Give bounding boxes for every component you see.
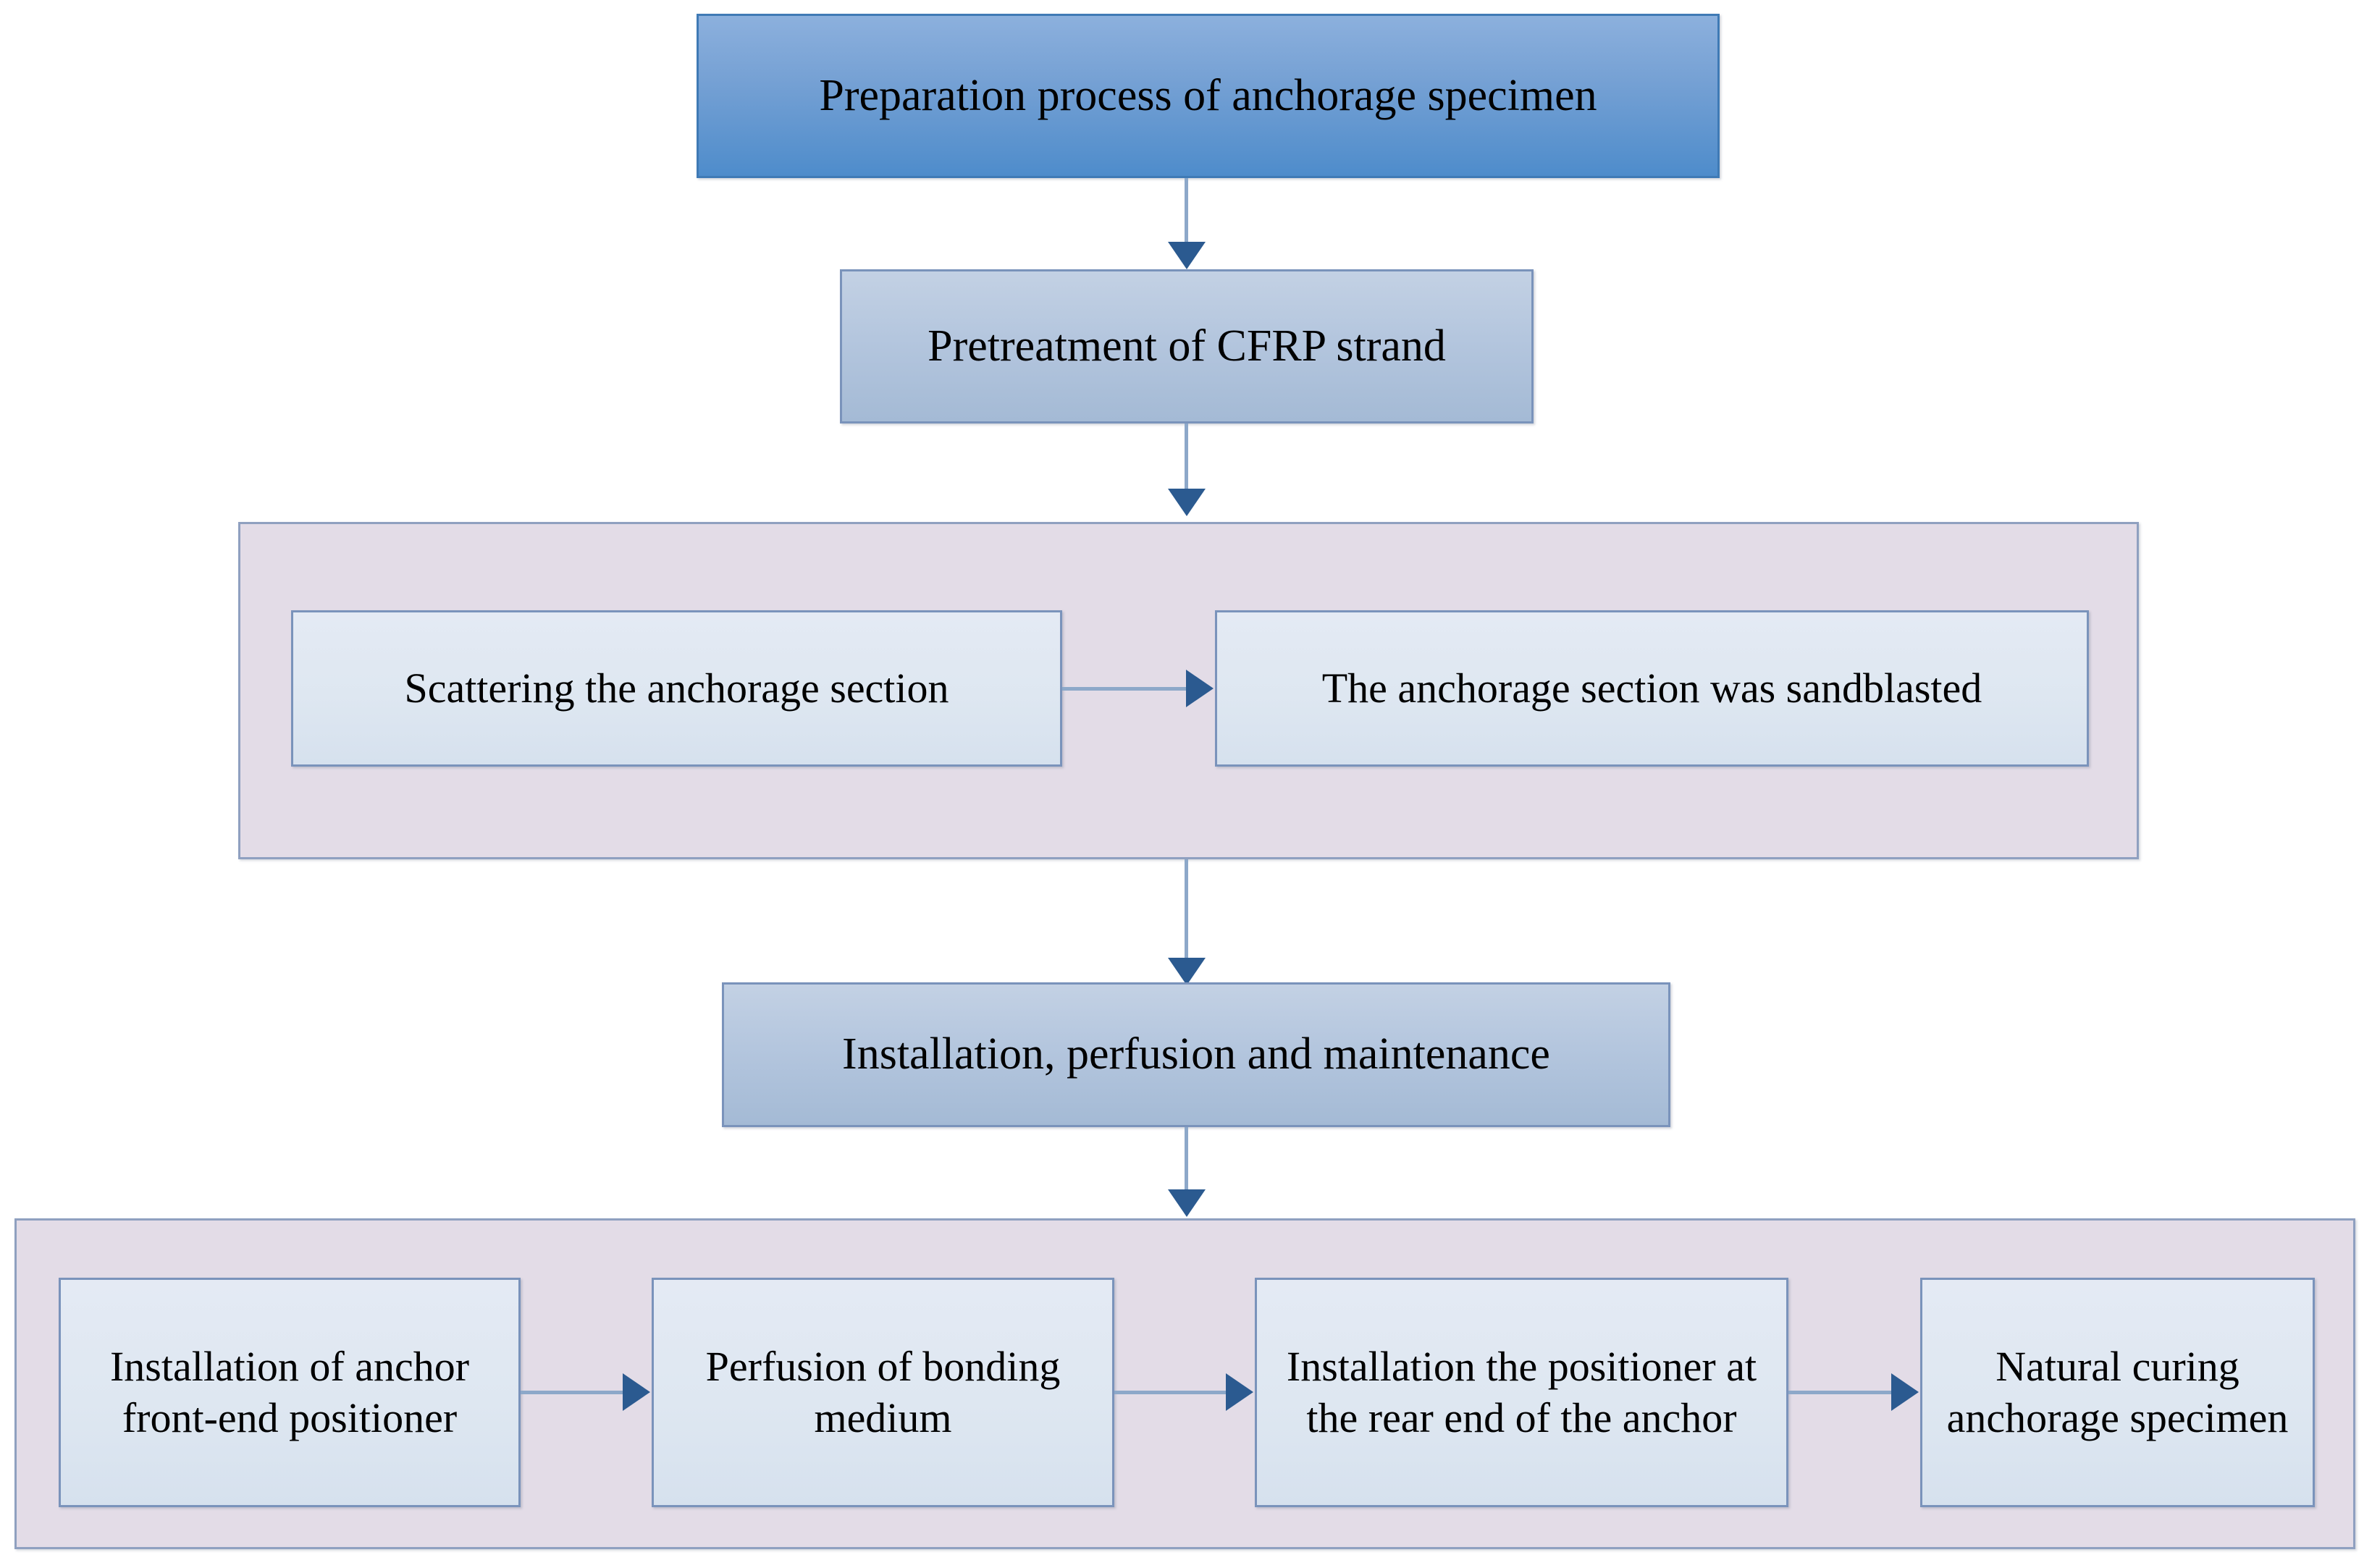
node-natural-curing-specimen-label: Natural curing anchorage specimen [1946, 1342, 2289, 1441]
node-anchorage-section-sandblasted[interactable]: The anchorage section was sandblasted [1215, 610, 2089, 767]
node-front-end-positioner[interactable]: Installation of anchor front-end positio… [59, 1278, 521, 1507]
node-installation-perfusion-maintenance[interactable]: Installation, perfusion and maintenance [722, 982, 1670, 1127]
node-rear-end-positioner[interactable]: Installation the positioner at the rear … [1255, 1278, 1788, 1507]
node-preparation-process-label: Preparation process of anchorage specime… [819, 70, 1597, 120]
node-pretreatment-cfrp[interactable]: Pretreatment of CFRP strand [840, 269, 1534, 423]
node-front-end-positioner-label: Installation of anchor front-end positio… [109, 1342, 470, 1441]
connector-perfusion-to-rear-positioner [1114, 1391, 1228, 1394]
node-scattering-anchorage-section[interactable]: Scattering the anchorage section [291, 610, 1062, 767]
arrowhead-header-to-pretreatment [1168, 242, 1206, 269]
arrowhead-perfusion-to-rear-positioner [1226, 1373, 1253, 1411]
node-rear-end-positioner-label: Installation the positioner at the rear … [1286, 1342, 1757, 1441]
arrowhead-installation-to-group2 [1168, 1189, 1206, 1217]
node-pretreatment-cfrp-label: Pretreatment of CFRP strand [928, 321, 1446, 371]
node-perfusion-bonding-medium[interactable]: Perfusion of bonding medium [652, 1278, 1114, 1507]
connector-group1-to-installation [1185, 859, 1188, 961]
node-installation-perfusion-maintenance-label: Installation, perfusion and maintenance [842, 1029, 1550, 1079]
connector-rear-positioner-to-curing [1788, 1391, 1893, 1394]
arrowhead-group1-to-installation [1168, 958, 1206, 985]
arrowhead-rear-positioner-to-curing [1891, 1373, 1919, 1411]
node-anchorage-section-sandblasted-label: The anchorage section was sandblasted [1321, 664, 1982, 712]
node-preparation-process[interactable]: Preparation process of anchorage specime… [697, 14, 1720, 178]
connector-installation-to-group2 [1185, 1127, 1188, 1192]
arrowhead-scattering-to-sandblasted [1186, 670, 1214, 707]
arrowhead-pretreatment-to-group1 [1168, 489, 1206, 516]
connector-header-to-pretreatment [1185, 178, 1188, 245]
connector-front-positioner-to-perfusion [521, 1391, 625, 1394]
connector-scattering-to-sandblasted [1062, 687, 1190, 691]
connector-pretreatment-to-group1 [1185, 423, 1188, 492]
arrowhead-front-positioner-to-perfusion [623, 1373, 650, 1411]
node-natural-curing-specimen[interactable]: Natural curing anchorage specimen [1920, 1278, 2315, 1507]
node-scattering-anchorage-section-label: Scattering the anchorage section [404, 664, 949, 712]
node-perfusion-bonding-medium-label: Perfusion of bonding medium [705, 1342, 1061, 1441]
